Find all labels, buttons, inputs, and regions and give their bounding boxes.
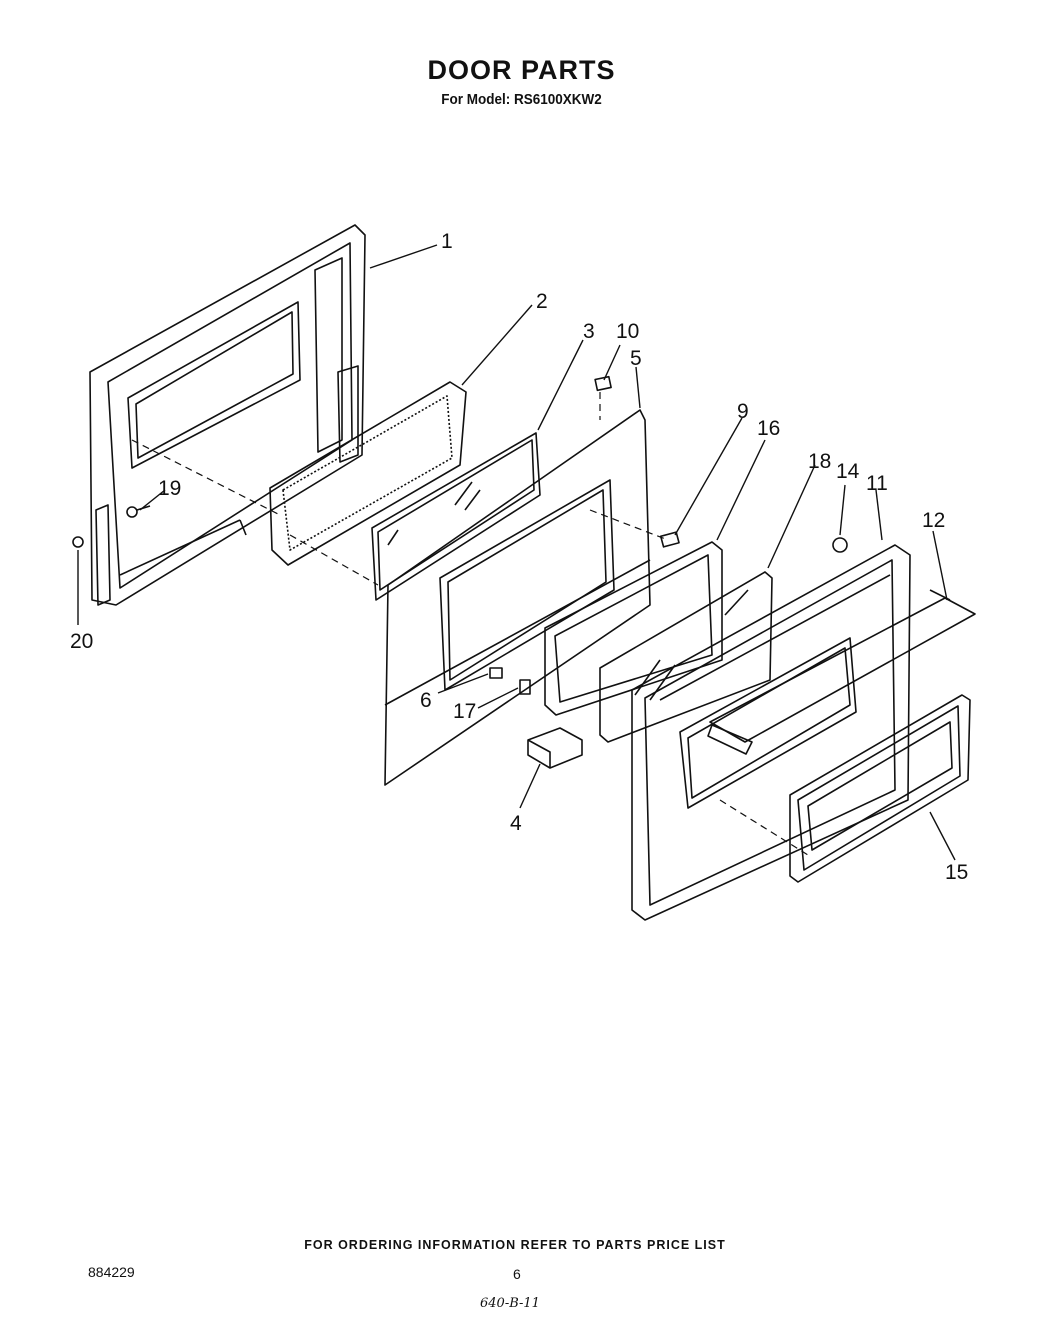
callout-6: 6 bbox=[420, 689, 432, 712]
alignment-lines bbox=[131, 392, 809, 856]
part-screw-20 bbox=[72, 536, 84, 548]
part-outer-door-panel bbox=[89, 224, 366, 606]
part-inner-frame-16 bbox=[544, 541, 723, 716]
callout-15: 15 bbox=[945, 861, 968, 884]
callout-5: 5 bbox=[630, 347, 642, 370]
callout-11: 11 bbox=[866, 472, 888, 495]
part-handle-12 bbox=[707, 589, 976, 755]
handwritten-note: 640-B-11 bbox=[480, 1296, 540, 1311]
callout-16: 16 bbox=[757, 417, 780, 440]
callout-18: 18 bbox=[808, 450, 831, 473]
callout-10: 10 bbox=[616, 320, 639, 343]
ordering-note: FOR ORDERING INFORMATION REFER TO PARTS … bbox=[304, 1238, 726, 1252]
part-bracket-4 bbox=[527, 727, 583, 769]
part-6 bbox=[489, 667, 503, 679]
callout-3: 3 bbox=[583, 320, 595, 343]
model-subtitle: For Model: RS6100XKW2 bbox=[441, 91, 602, 108]
part-clip-10 bbox=[594, 375, 612, 392]
callout-12: 12 bbox=[922, 509, 945, 532]
part-glass-18 bbox=[599, 571, 773, 743]
page-number: 6 bbox=[513, 1266, 521, 1282]
part-nut-14 bbox=[832, 537, 848, 553]
part-door-gasket bbox=[269, 381, 467, 566]
callout-9: 9 bbox=[737, 400, 749, 423]
part-screw-19 bbox=[126, 505, 151, 518]
callout-14: 14 bbox=[836, 460, 860, 483]
leader-lines bbox=[77, 244, 956, 861]
callout-labels: 1 2 3 10 5 9 16 18 14 11 12 19 20 6 17 4… bbox=[70, 230, 968, 884]
page-title: DOOR PARTS bbox=[427, 55, 616, 85]
part-window-frame-15 bbox=[789, 694, 971, 883]
callout-1: 1 bbox=[441, 230, 453, 253]
callout-20: 20 bbox=[70, 630, 93, 653]
document-number: 884229 bbox=[88, 1264, 135, 1280]
part-door-glass bbox=[371, 432, 541, 601]
part-inner-door-panel bbox=[384, 409, 651, 786]
part-clip-9 bbox=[659, 531, 680, 548]
callout-4: 4 bbox=[510, 812, 522, 835]
callout-17: 17 bbox=[453, 700, 476, 723]
callout-19: 19 bbox=[158, 477, 181, 500]
callout-2: 2 bbox=[536, 290, 548, 313]
part-17 bbox=[519, 679, 531, 695]
